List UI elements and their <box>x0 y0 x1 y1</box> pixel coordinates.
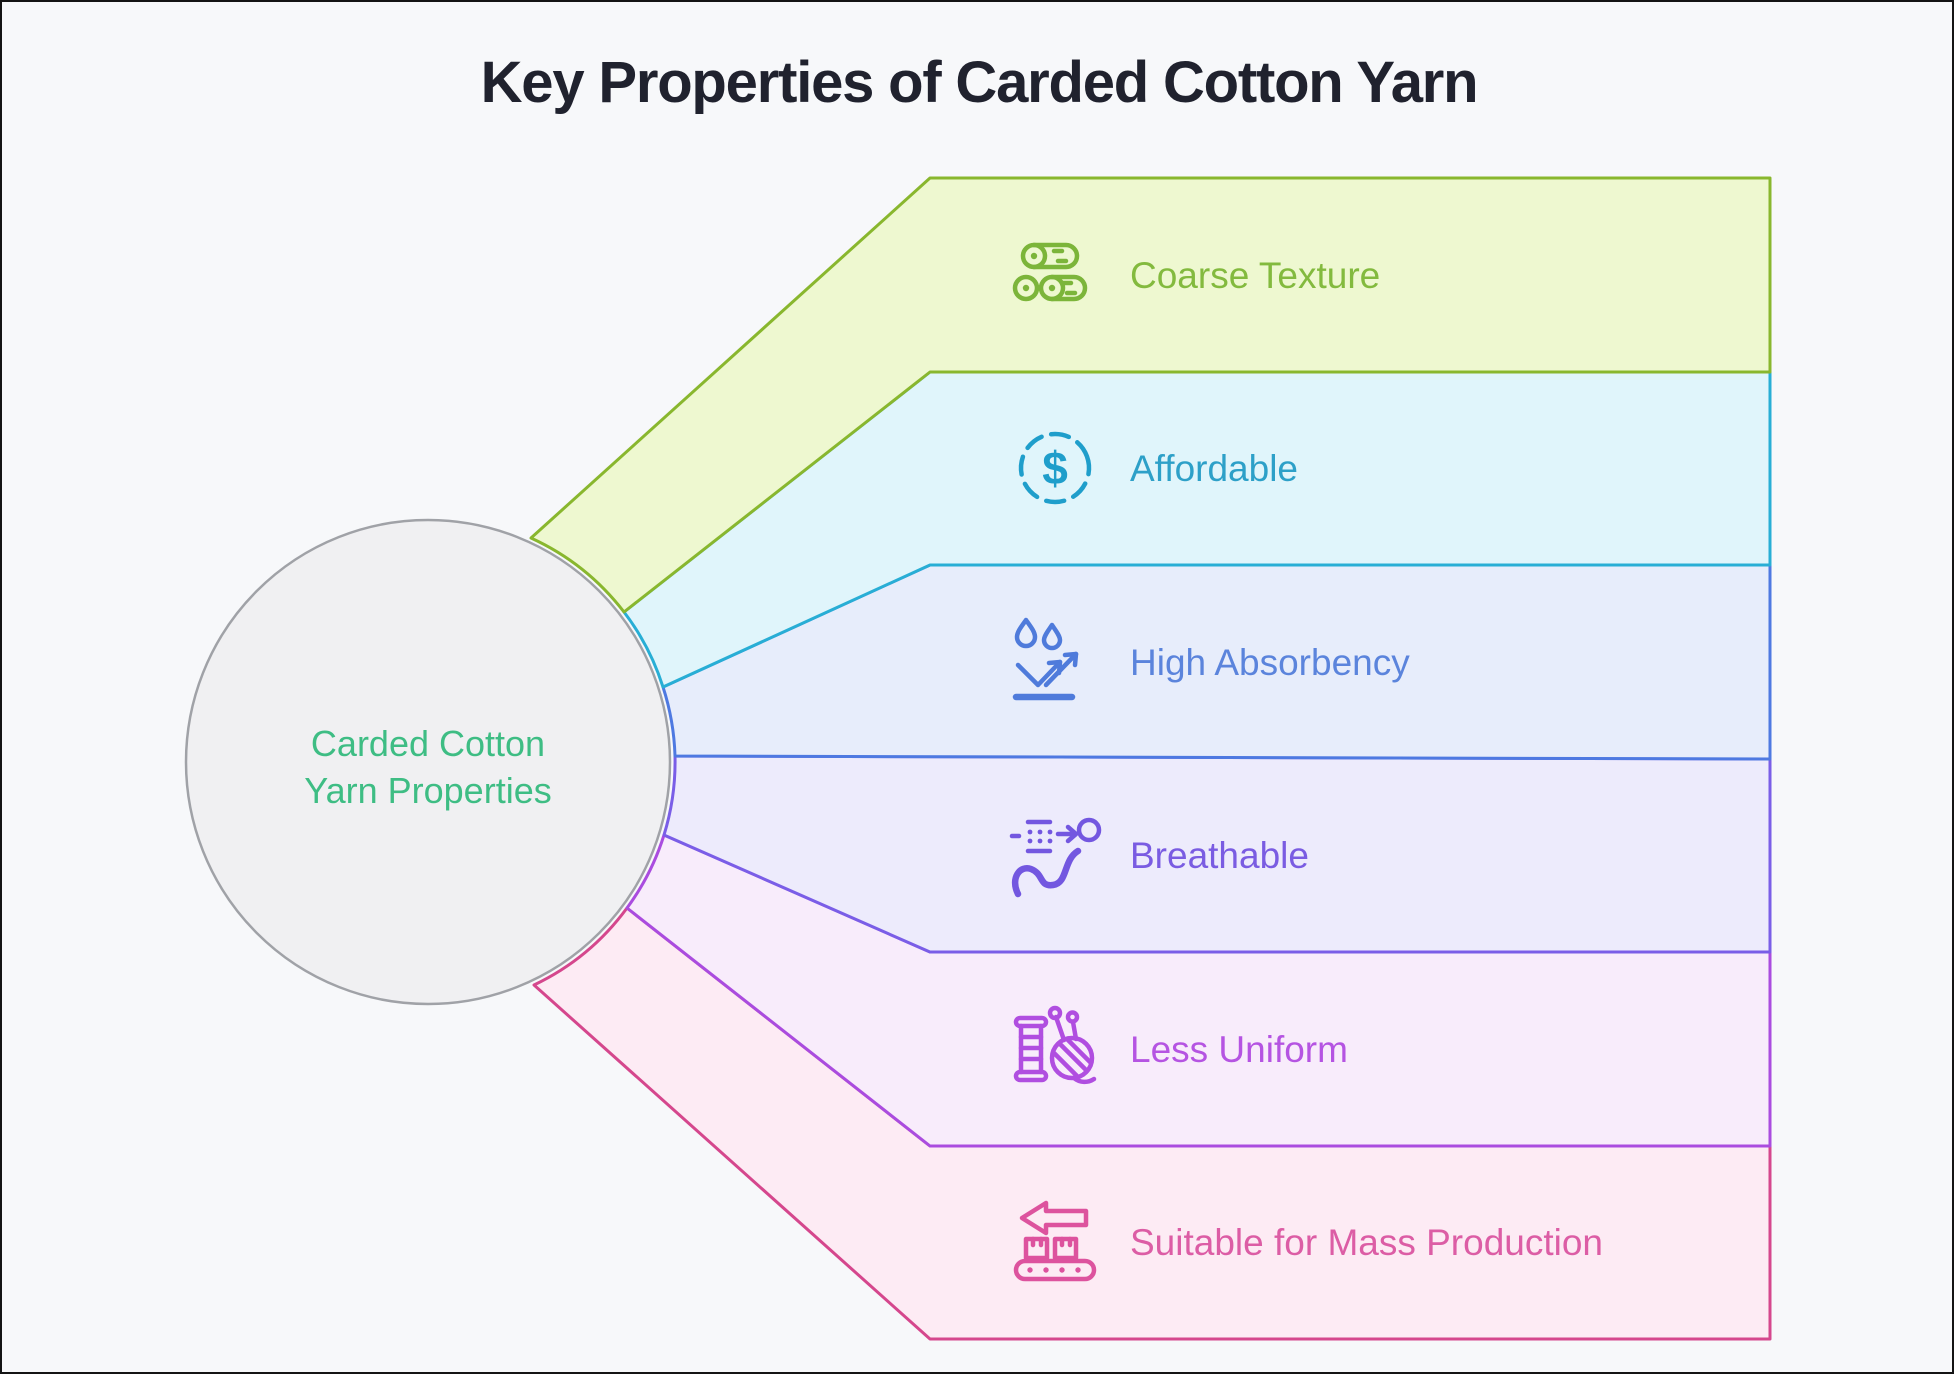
band-label: Breathable <box>1130 835 1309 876</box>
conveyor-belt-icon <box>1013 1200 1097 1282</box>
band-coarse-texture: Coarse Texture <box>529 176 1772 614</box>
yarn-spool-icon <box>1013 1005 1097 1085</box>
airflow-icon <box>1009 817 1102 898</box>
page-title: Key Properties of Carded Cotton Yarn <box>481 50 1478 115</box>
band-label: High Absorbency <box>1130 642 1410 683</box>
band-label: Suitable for Mass Production <box>1130 1222 1603 1263</box>
band-ribbon-shape <box>625 833 1772 1148</box>
band-high-absorbency: High Absorbency <box>661 563 1772 761</box>
dollar-coin-icon: $ <box>1018 431 1092 505</box>
band-suitable-for-mass-production: Suitable for Mass Production <box>532 906 1772 1341</box>
band-affordable: $ Affordable <box>622 370 1772 689</box>
center-circle-label-line1: Carded Cotton <box>311 723 545 764</box>
band-label: Less Uniform <box>1130 1029 1348 1070</box>
band-ribbon-shape <box>662 754 1772 954</box>
band-label: Affordable <box>1130 448 1298 489</box>
water-drops-arrow-icon <box>1012 617 1079 701</box>
dollar-glyph: $ <box>1042 442 1068 494</box>
fabric-rolls-icon <box>1012 242 1088 302</box>
band-less-uniform: Less Uniform <box>625 833 1772 1148</box>
band-ribbon-shape <box>622 370 1772 689</box>
band-ribbon-shape <box>529 176 1772 614</box>
band-ribbon-shape <box>532 906 1772 1341</box>
center-circle-label-line2: Yarn Properties <box>304 770 551 811</box>
band-breathable: Breathable <box>662 754 1772 954</box>
center-circle <box>184 518 672 1006</box>
band-label: Coarse Texture <box>1130 255 1380 296</box>
